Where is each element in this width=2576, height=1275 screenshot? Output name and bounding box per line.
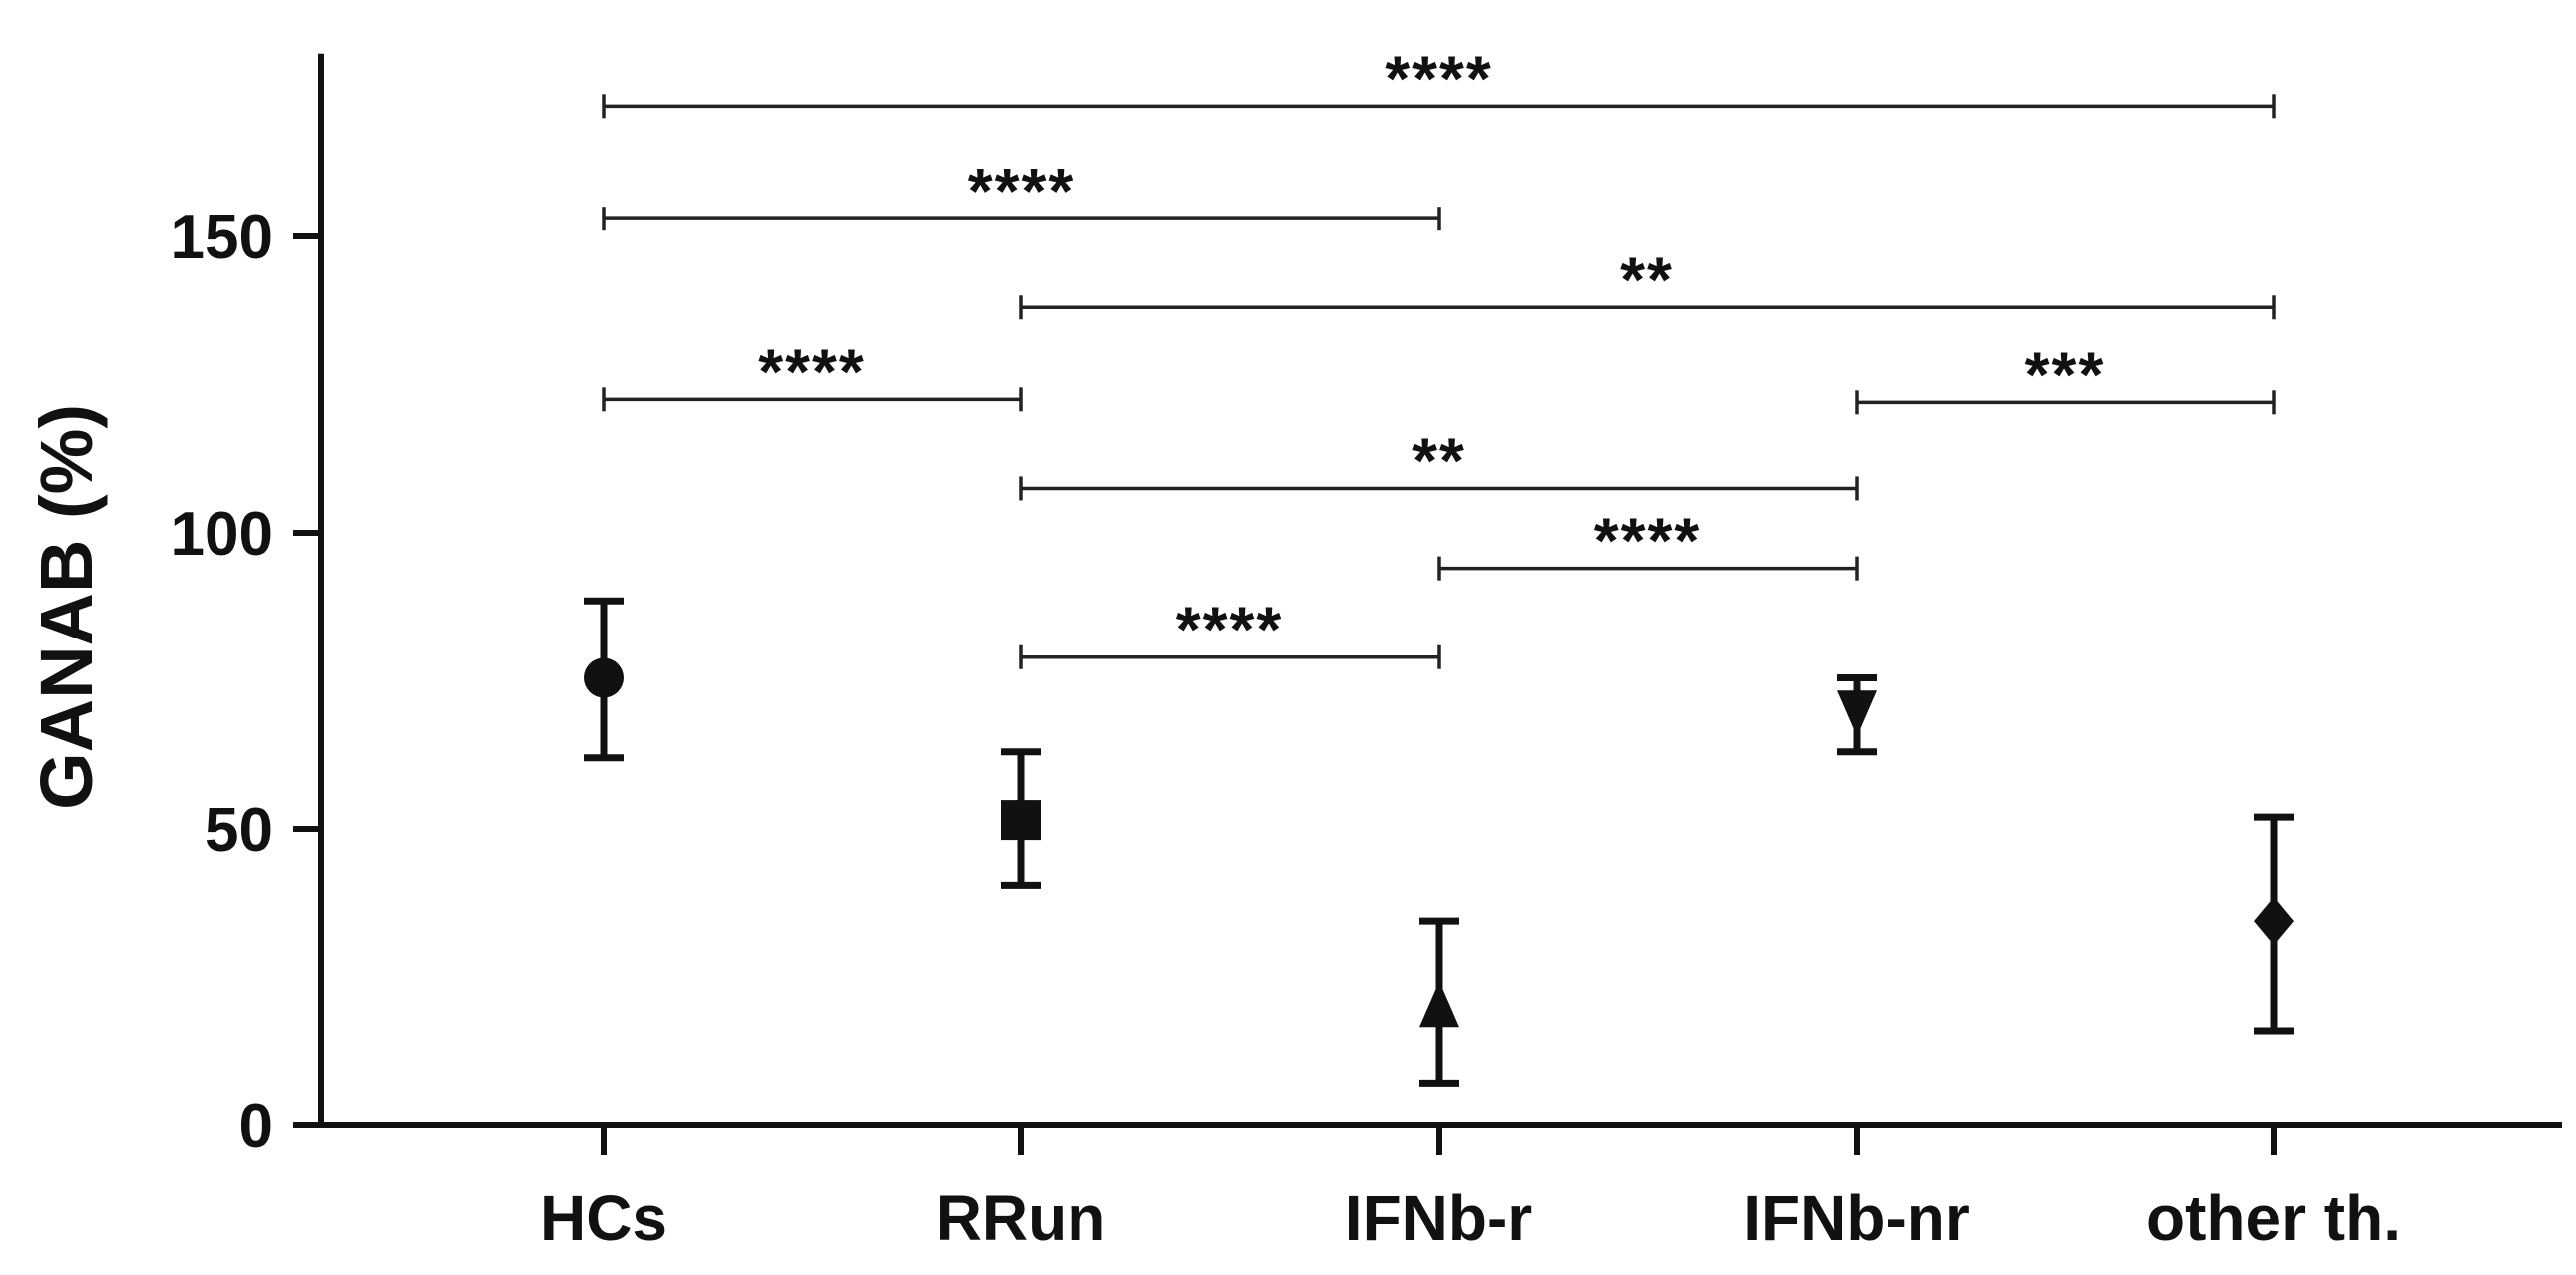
data-point-group	[2254, 813, 2294, 1035]
y-tick-label: 50	[205, 796, 273, 865]
data-point-group	[1419, 917, 1459, 1087]
significance-bracket: ****	[1437, 505, 1859, 581]
x-tick-label: other th.	[2146, 1182, 2401, 1254]
data-point-marker	[1001, 800, 1041, 841]
x-tick-label: RRun	[936, 1182, 1106, 1254]
significance-bracket: ****	[602, 42, 2276, 119]
data-points	[584, 597, 2294, 1087]
y-tick-label: 0	[239, 1092, 273, 1161]
significance-label: ****	[1176, 594, 1284, 665]
data-point-marker	[2254, 897, 2294, 946]
significance-brackets: ***************************	[602, 42, 2276, 669]
significance-label: **	[1620, 243, 1674, 315]
data-point-marker	[1837, 690, 1877, 737]
data-point-group	[1837, 674, 1877, 756]
significance-label: ****	[758, 335, 866, 407]
significance-bracket: ****	[1019, 594, 1441, 669]
data-point-marker	[1419, 981, 1459, 1028]
significance-label: ***	[2025, 338, 2106, 410]
significance-label: ****	[1594, 505, 1702, 577]
data-point-group	[584, 597, 624, 762]
y-tick-label: 150	[171, 204, 273, 272]
x-tick-label: HCs	[540, 1182, 667, 1254]
x-tick-label: IFNb-nr	[1743, 1182, 1970, 1254]
data-point-marker	[584, 657, 624, 698]
significance-label: ****	[1385, 42, 1493, 114]
significance-bracket: ***	[1855, 338, 2276, 415]
x-tick-label: IFNb-r	[1345, 1182, 1532, 1254]
data-point-group	[1001, 748, 1041, 889]
significance-bracket: ****	[602, 335, 1023, 412]
significance-label: **	[1412, 424, 1466, 496]
y-tick-label: 100	[171, 500, 273, 569]
significance-bracket: **	[1019, 243, 2276, 320]
significance-label: ****	[968, 155, 1075, 226]
significance-bracket: **	[1019, 424, 1859, 501]
significance-bracket: ****	[602, 155, 1441, 231]
axes	[293, 53, 2562, 1155]
y-axis-title: GANAB (%)	[25, 404, 108, 810]
